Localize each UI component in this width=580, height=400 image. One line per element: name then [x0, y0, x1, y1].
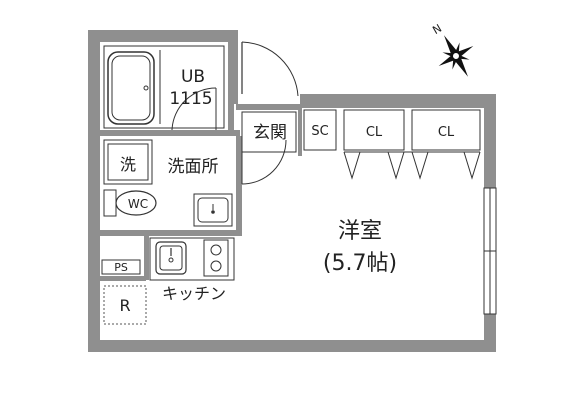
toilet-bowl: [115, 190, 157, 216]
entrance: 玄関: [241, 111, 297, 153]
wall-bath-right: [228, 42, 234, 136]
refrigerator-label: R: [119, 296, 130, 315]
western-room-label: 洋室: [338, 219, 382, 244]
stove-burner-bottom: [210, 260, 222, 272]
closet-right-label: CL: [438, 125, 455, 140]
closet-left-box: [343, 109, 405, 151]
unit-bath: UB 1115: [103, 45, 225, 131]
compass-north-label: N: [430, 22, 444, 37]
pipe-space-box: [101, 259, 141, 275]
western-room-size: (5.7帖): [323, 251, 397, 276]
bathtub: [107, 51, 155, 125]
closet-left-doors: [343, 151, 405, 180]
stove: [203, 239, 229, 277]
wall-washroom-right: [236, 136, 242, 232]
shoe-closet-label: SC: [311, 124, 328, 139]
entrance-door-gap: [238, 92, 300, 106]
closet-right-box: [411, 109, 481, 151]
wall-washroom-bottom: [100, 230, 242, 236]
washroom-door-arc: [241, 139, 287, 185]
refrigerator-box: [103, 285, 147, 325]
bath-door-arc: [171, 87, 217, 131]
washroom: 洗 洗面所 WC: [103, 139, 287, 227]
inner-walls: [100, 42, 302, 281]
refrigerator: R: [103, 285, 147, 325]
closet-left-label: CL: [366, 125, 383, 140]
shoe-closet-box: [303, 109, 337, 151]
entrance-step: [241, 111, 297, 153]
unit-bath-size: 1115: [169, 89, 212, 109]
washbasin-drain: [211, 210, 215, 214]
washer-pan: [103, 139, 153, 185]
compass-star-icon: [438, 35, 474, 77]
toilet-label: WC: [128, 197, 148, 211]
wall-entrance-right: [298, 104, 302, 156]
kitchen-sink-inner: [159, 245, 183, 271]
kitchen: キッチン: [149, 237, 235, 303]
compass: N: [430, 22, 474, 77]
washroom-label: 洗面所: [168, 157, 219, 177]
entrance-label: 玄関: [253, 123, 287, 143]
shoe-closet: SC: [303, 109, 337, 151]
stove-burner-top: [210, 244, 222, 256]
closets: CL CL: [343, 109, 481, 180]
kitchen-label: キッチン: [162, 284, 226, 303]
kitchen-sink-drain: [168, 257, 174, 263]
toilet-tank: [103, 189, 117, 217]
wall-kitchen-left: [144, 236, 149, 280]
entrance-door: [241, 41, 299, 97]
wall-bath-bottom: [100, 130, 240, 136]
closet-right-doors: [411, 151, 481, 180]
washbasin-bowl: [197, 197, 229, 223]
entrance-door-arc: [241, 41, 299, 97]
washer-label: 洗: [120, 155, 136, 174]
window-right: [483, 187, 497, 315]
wall-ps-bottom: [100, 276, 146, 281]
pipe-space-label: PS: [114, 261, 128, 274]
pipe-space: PS: [101, 259, 141, 275]
wall-entrance-top: [236, 104, 300, 110]
western-room: 洋室 (5.7帖): [323, 219, 397, 276]
bathtub-drain: [143, 85, 149, 91]
bathtub-inner: [111, 55, 151, 121]
washer-pan-inner: [107, 143, 149, 181]
unit-bath-label: UB: [181, 67, 205, 87]
